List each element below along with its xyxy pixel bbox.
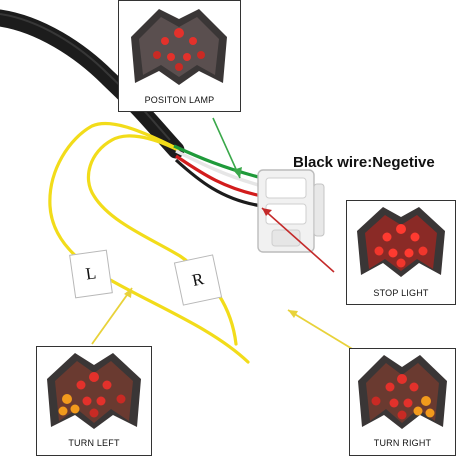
stop-light-caption: STOP LIGHT	[373, 288, 429, 298]
black-cable	[0, 9, 185, 159]
position-lamp-panel: POSITON LAMP	[118, 0, 241, 112]
turn-left-image	[47, 353, 141, 429]
turn-right-panel: TURN RIGHT	[349, 348, 456, 456]
turn-left-caption: TURN LEFT	[68, 438, 120, 448]
position-lamp-caption: POSITON LAMP	[144, 95, 215, 105]
yellow-wire-right	[86, 134, 238, 346]
left-wire-tag: L	[69, 249, 113, 299]
green-wire	[173, 144, 263, 180]
yellow-arrow-left	[91, 287, 133, 345]
yellow-wire-left	[48, 121, 250, 364]
turn-left-panel: TURN LEFT	[36, 346, 152, 456]
yellow-arrow-right	[287, 309, 355, 351]
wire-note: Black wire:Negetive	[293, 154, 435, 171]
turn-right-caption: TURN RIGHT	[373, 438, 432, 448]
cable-highlight	[0, 13, 171, 141]
position-lamp-image	[131, 9, 227, 85]
stop-light-image	[357, 207, 445, 277]
red-wire	[175, 154, 263, 198]
turn-right-image	[358, 355, 447, 429]
stop-light-panel: STOP LIGHT	[346, 200, 456, 305]
red-arrow	[261, 207, 335, 273]
connector	[257, 169, 325, 253]
white-wire	[175, 149, 263, 188]
green-arrow	[212, 117, 242, 179]
black-wire	[174, 158, 263, 208]
